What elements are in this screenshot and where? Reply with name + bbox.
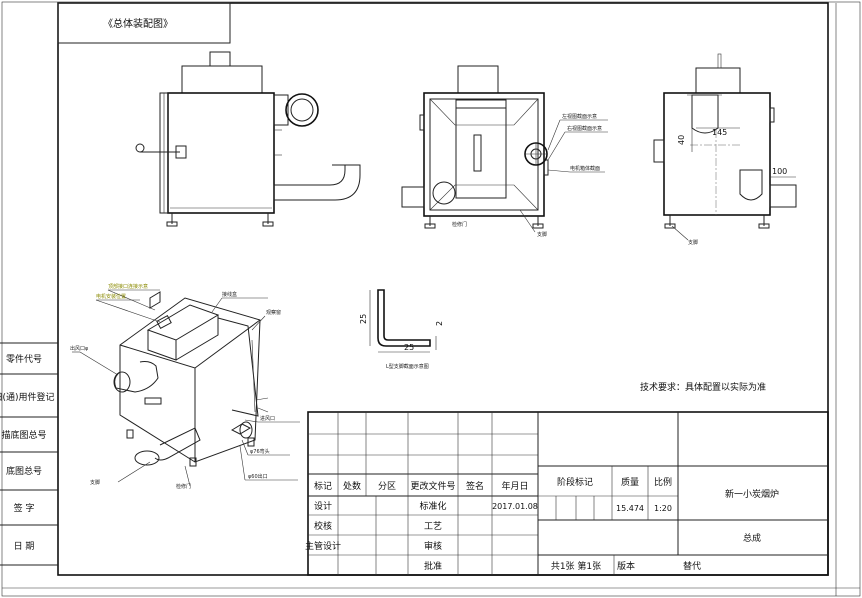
lbl-scale: 比例 bbox=[654, 476, 672, 488]
lbl-standardize: 标准化 bbox=[419, 500, 446, 512]
dim-25-vertical: 25 bbox=[359, 314, 368, 324]
callout-side-foot: 支脚 bbox=[688, 239, 698, 246]
iso-callout-9: 观察窗 bbox=[266, 309, 281, 316]
row-date: 日 期 bbox=[14, 541, 35, 552]
row-trace-no: 描底图总号 bbox=[1, 429, 46, 441]
scale-value: 1:20 bbox=[654, 504, 672, 513]
bracket-detail: 25 25 2 L型支脚截面示意图 bbox=[359, 289, 444, 370]
hdr-mark: 标记 bbox=[314, 480, 332, 492]
stamp-box: 《总体装配图》 bbox=[57, 2, 231, 44]
callout-base-mid: 支脚 bbox=[537, 231, 547, 238]
dim-145: 145 bbox=[712, 128, 727, 137]
dim-25-horizontal: 25 bbox=[404, 343, 414, 352]
iso-callout-8: 检修门 bbox=[176, 483, 191, 490]
row-general-reg: 旧(通)用件登记 bbox=[0, 391, 55, 403]
product-name: 新一小炭烟炉 bbox=[725, 488, 779, 500]
row-part-code: 零件代号 bbox=[6, 353, 42, 365]
front-view bbox=[135, 51, 361, 227]
callout-top-0: 左视图截面示意 bbox=[562, 113, 597, 120]
callout-bottom-mid: 检修门 bbox=[452, 221, 467, 228]
iso-callout-1: 电机安装位置 bbox=[96, 293, 126, 300]
left-registration-block: 零件代号 旧(通)用件登记 描底图总号 底图总号 签 字 日 期 bbox=[0, 342, 58, 566]
callout-top-2: 电机箱体截面 bbox=[570, 165, 600, 172]
dim-40: 40 bbox=[677, 135, 686, 145]
callout-top-1: 右视图截面示意 bbox=[567, 125, 602, 132]
iso-callout-7: 支脚 bbox=[90, 479, 100, 486]
iso-callout-3: 出风口φ bbox=[70, 345, 89, 352]
lbl-replace: 替代 bbox=[683, 560, 701, 572]
iso-callout-4: 进风口 bbox=[260, 415, 275, 422]
iso-callout-5: φ76弯头 bbox=[250, 448, 270, 455]
design-date: 2017.01.08 bbox=[492, 502, 538, 511]
lbl-design: 设计 bbox=[314, 500, 332, 512]
weight-value: 15.474 bbox=[616, 504, 644, 513]
lbl-chief-design: 主管设计 bbox=[305, 540, 341, 552]
hdr-sign: 签名 bbox=[466, 480, 484, 492]
lbl-process: 工艺 bbox=[424, 521, 442, 532]
middle-view: 左视图截面示意 右视图截面示意 电机箱体截面 支脚 检修门 bbox=[401, 65, 608, 238]
row-sign: 签 字 bbox=[14, 502, 35, 514]
lbl-version: 版本 bbox=[617, 560, 635, 572]
stamp-text: 《总体装配图》 bbox=[103, 17, 173, 30]
sheet-count: 共1张 第1张 bbox=[551, 560, 601, 572]
dim-2: 2 bbox=[435, 321, 444, 326]
dim-100: 100 bbox=[772, 167, 787, 176]
hdr-change-doc: 更改文件号 bbox=[410, 480, 455, 492]
lbl-stage-mark: 阶段标记 bbox=[557, 476, 593, 488]
iso-callout-0: 顶部接口连接示意 bbox=[108, 283, 148, 290]
hdr-count: 处数 bbox=[343, 480, 361, 492]
lbl-review: 审核 bbox=[424, 540, 442, 552]
lbl-proofread: 校核 bbox=[314, 520, 332, 532]
iso-callout-6: φ60出口 bbox=[248, 473, 268, 480]
drawing-type: 总成 bbox=[743, 532, 761, 544]
lbl-approve: 批准 bbox=[424, 560, 442, 572]
row-base-no: 底图总号 bbox=[6, 465, 42, 477]
bracket-caption: L型支脚截面示意图 bbox=[386, 363, 429, 370]
title-block: 标记 处数 分区 更改文件号 签名 年月日 设计 校核 主管设计 标准化 工艺 … bbox=[305, 411, 829, 576]
tech-requirement: 技术要求：具体配置以实际为准 bbox=[640, 381, 766, 393]
side-view: 145 40 100 支脚 bbox=[653, 53, 797, 246]
hdr-zone: 分区 bbox=[378, 481, 396, 492]
hdr-date: 年月日 bbox=[501, 480, 528, 492]
lbl-weight: 质量 bbox=[621, 476, 639, 488]
isometric-view: 顶部接口连接示意 电机安装位置 接线盒 出风口φ 进风口 φ76弯头 φ60出口… bbox=[70, 283, 300, 490]
iso-callout-2: 接线盒 bbox=[222, 291, 237, 298]
